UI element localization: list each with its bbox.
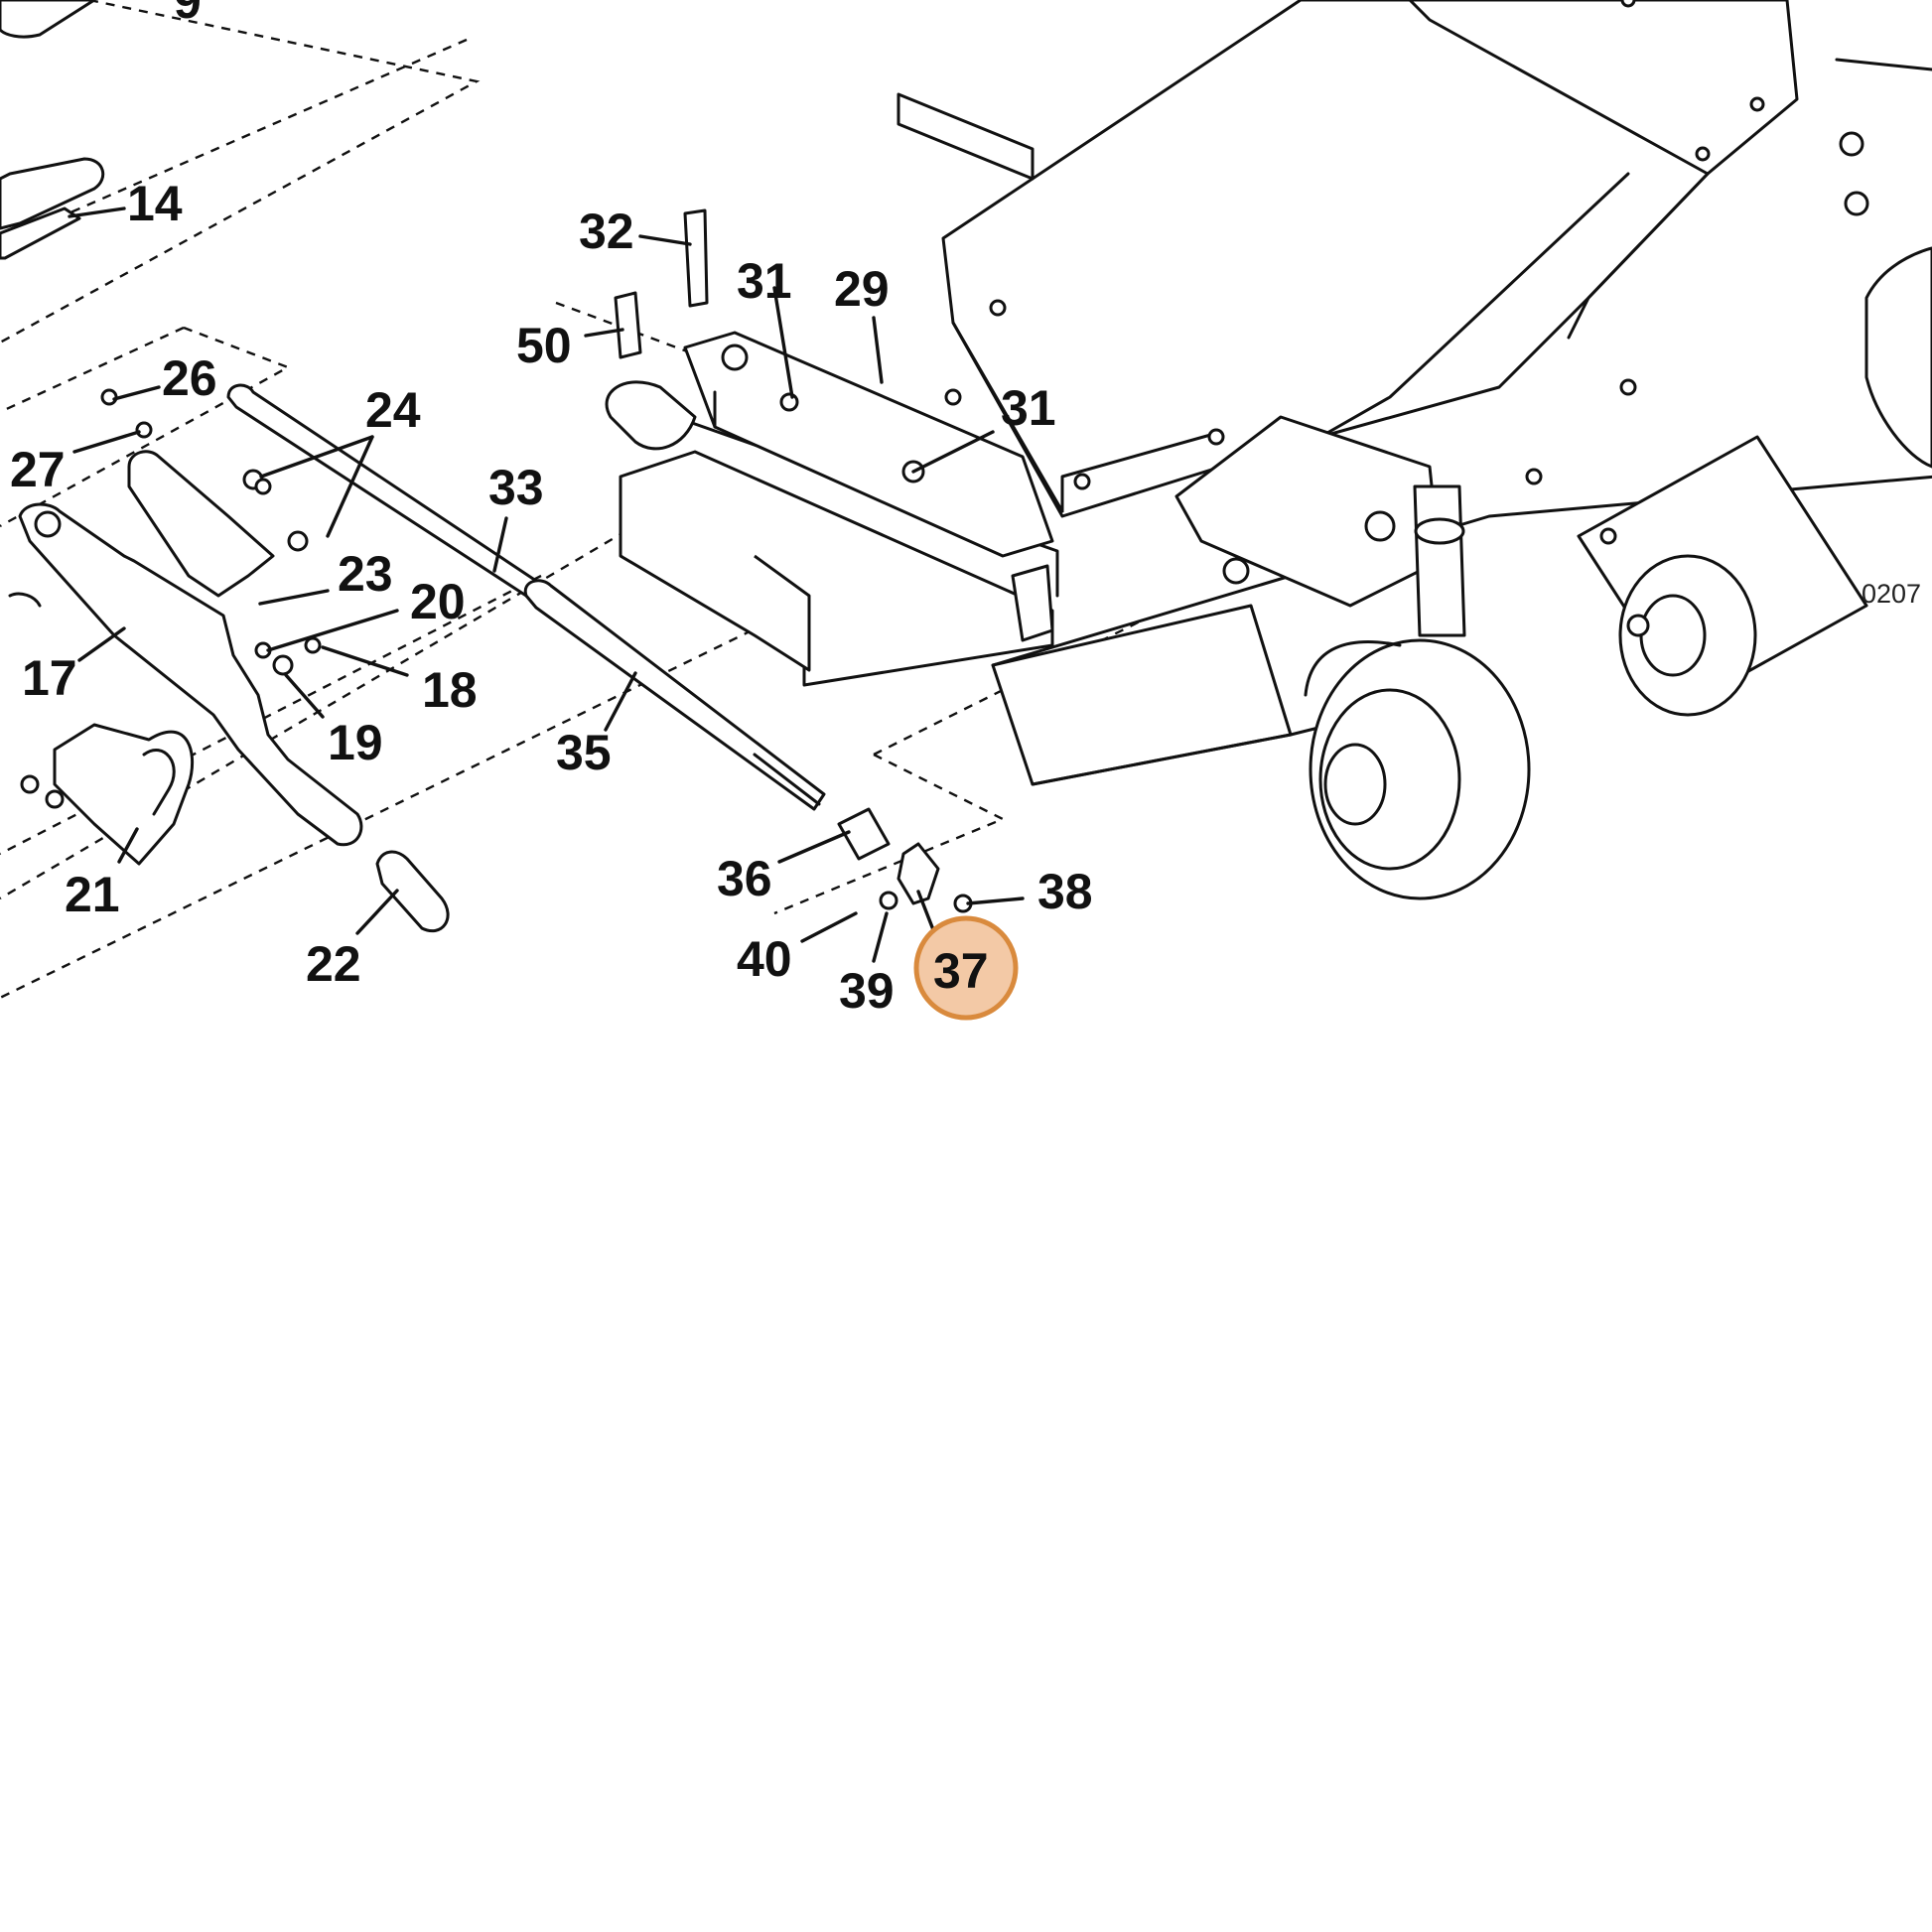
highlight-circle-37 xyxy=(913,915,1019,1021)
linkage-parts-illustration xyxy=(0,0,973,933)
callout-18[interactable]: 18 xyxy=(422,662,478,718)
callout-40[interactable]: 40 xyxy=(737,931,792,987)
callout-22[interactable]: 22 xyxy=(306,936,361,992)
callout-31[interactable]: 31 xyxy=(737,253,792,309)
callout-29[interactable]: 29 xyxy=(834,261,890,317)
callout-20[interactable]: 20 xyxy=(410,574,466,629)
callout-50[interactable]: 50 xyxy=(516,318,572,373)
callout-24[interactable]: 24 xyxy=(365,382,421,438)
callout-9[interactable]: 9 xyxy=(174,0,202,29)
callout-27[interactable]: 27 xyxy=(10,442,66,497)
callout-35[interactable]: 35 xyxy=(556,725,612,780)
callout-17[interactable]: 17 xyxy=(22,650,77,706)
callout-38[interactable]: 38 xyxy=(1037,864,1093,919)
callout-39[interactable]: 39 xyxy=(839,963,895,1019)
callout-14[interactable]: 14 xyxy=(127,176,183,231)
callout-26[interactable]: 26 xyxy=(162,350,217,406)
leader-lines xyxy=(68,207,1025,963)
callout-37-highlighted[interactable]: 37 xyxy=(933,943,989,999)
callout-labels: 9 14 32 31 29 50 31 26 24 27 33 23 20 17… xyxy=(10,0,1093,1019)
callout-36[interactable]: 36 xyxy=(717,851,772,906)
callout-19[interactable]: 19 xyxy=(328,715,383,770)
callout-32[interactable]: 32 xyxy=(579,204,634,259)
callout-33[interactable]: 33 xyxy=(488,460,544,515)
callout-21[interactable]: 21 xyxy=(65,867,120,922)
callout-31[interactable]: 31 xyxy=(1001,380,1056,436)
callout-23[interactable]: 23 xyxy=(338,546,393,602)
document-number: 0207 xyxy=(1862,579,1921,609)
mower-deck-illustration xyxy=(605,0,1932,900)
